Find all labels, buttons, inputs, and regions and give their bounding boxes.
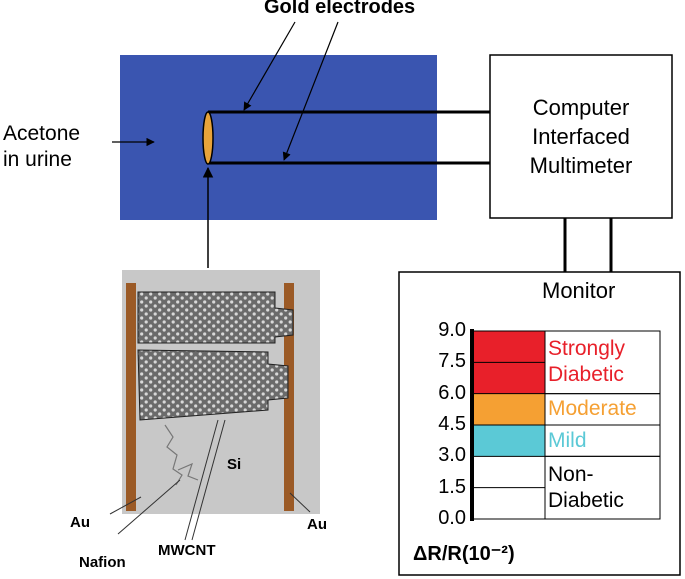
multimeter-label: Computer Interfaced Multimeter xyxy=(529,95,633,178)
multimeter-box xyxy=(489,54,673,219)
au-strip-left xyxy=(126,283,136,511)
zone-label-1: Moderate xyxy=(548,397,637,421)
au-strip-right xyxy=(284,283,294,511)
pointer-mwcnt-2 xyxy=(191,419,226,541)
tick-label-6: 0.0 xyxy=(438,507,466,529)
title-gold-electrodes: Gold electrodes xyxy=(264,0,416,18)
mwcnt-bundle-upper xyxy=(137,291,294,344)
zone-label-2: Mild xyxy=(548,428,587,452)
nafion-fibers xyxy=(164,424,183,486)
sensor-image xyxy=(109,270,320,541)
zone-label-3: Non- Diabetic xyxy=(548,462,624,512)
zone-label-0: Strongly Diabetic xyxy=(548,337,626,387)
nafion-label: Nafion xyxy=(79,554,126,571)
tick-label-5: 1.5 xyxy=(438,475,466,498)
title-arrow-top xyxy=(243,21,296,111)
acetone-vessel xyxy=(120,55,437,220)
response-chart xyxy=(470,329,661,521)
tick-label-4: 3.0 xyxy=(438,444,466,467)
monitor-label: Monitor xyxy=(542,278,616,303)
tick-label-0: 9.0 xyxy=(438,319,466,341)
tick-label-1: 7.5 xyxy=(438,350,466,373)
pointer-au-right xyxy=(289,492,311,513)
pointer-nafion xyxy=(117,479,181,535)
title-arrow-bottom xyxy=(282,21,339,161)
tick-label-2: 6.0 xyxy=(438,381,466,404)
zone-bar-1 xyxy=(472,393,545,425)
mwcnt-label: MWCNT xyxy=(158,542,216,559)
pointer-au-left xyxy=(109,496,142,515)
acetone-label: Acetone in urine xyxy=(3,122,81,171)
pointer-mwcnt-1 xyxy=(184,419,219,541)
au-left-label: Au xyxy=(70,514,90,531)
tick-label-3: 4.5 xyxy=(438,413,466,435)
chart-ylabel: ΔR/R(10⁻²) xyxy=(413,543,515,565)
mwcnt-bundle-lower xyxy=(137,349,289,421)
nafion-fibers-2 xyxy=(177,462,199,481)
si-label: Si xyxy=(227,456,242,473)
zone-bar-2 xyxy=(472,425,545,457)
sensor-tip xyxy=(202,111,214,165)
au-right-label: Au xyxy=(307,516,327,533)
